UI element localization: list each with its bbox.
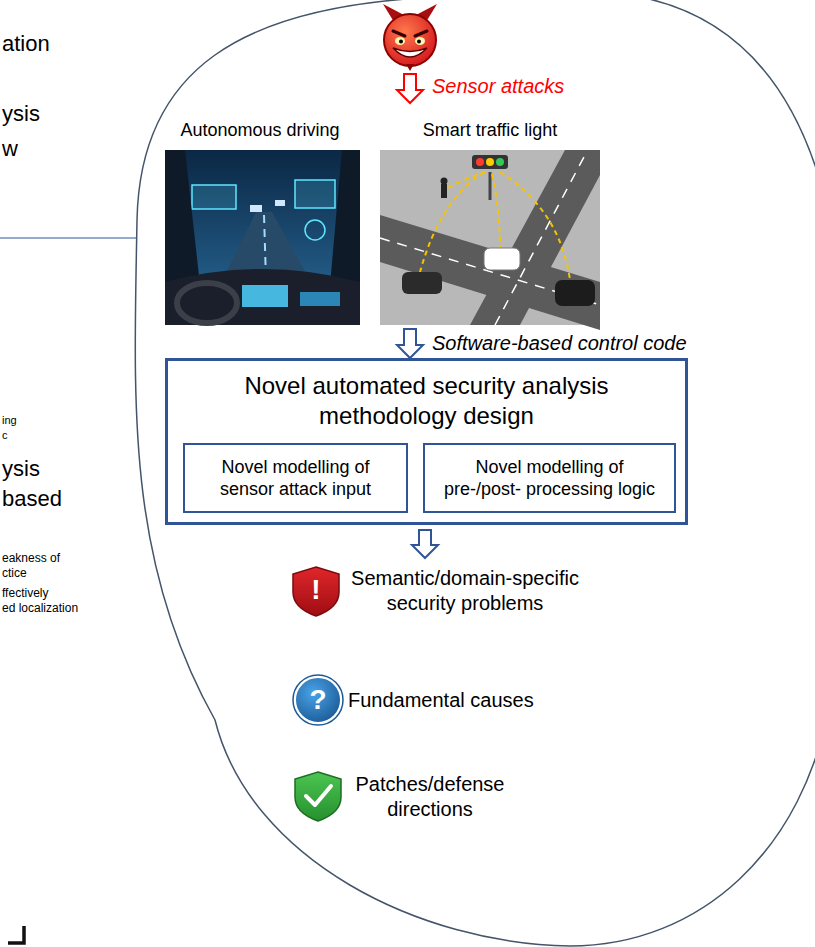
box-title: Novel automated security analysis method… [212,361,642,431]
result-arrow [412,530,438,558]
picture-panel: Autonomous driving [160,118,360,325]
result-text: Semantic/domain-specific security proble… [340,566,590,616]
cut-text: ysis [2,101,40,127]
box-text: Novel modelling of pre-/post- processing… [437,456,662,501]
result-text: Fundamental causes [348,688,534,712]
cut-text: c [2,429,8,442]
method-box: Novel modelling of sensor attack input No… [165,358,688,525]
problem-shield-icon [293,567,339,616]
cut-text: based [2,486,62,512]
separator-line [0,237,137,239]
edge-label: Software-based control code [432,330,687,356]
corner-mark [8,926,24,943]
sub-box: Novel modelling of pre-/post- processing… [423,443,676,513]
car-interior-picture [165,150,360,325]
cut-text: ysis [2,456,40,482]
cut-text: ed localization [2,601,78,615]
cut-text: ffectively [2,586,48,600]
block-arrow [397,329,423,358]
cut-text: w [2,136,18,162]
attack-arrow [397,74,423,103]
panel-heading: Smart traffic light [380,118,600,142]
icon-glyph: ! [294,573,338,607]
attacker-icon [383,4,437,71]
cut-text: ing [2,414,17,427]
icon-glyph: ? [296,683,340,717]
box-text: Novel modelling of sensor attack input [197,456,394,501]
result-text: Patches/defense directions [340,772,520,822]
check-mark [306,786,331,805]
attack-label: Sensor attacks [432,74,564,98]
sub-box: Novel modelling of sensor attack input [183,443,408,513]
picture-panel: Smart traffic light [380,118,600,325]
cut-text: eakness of [2,551,60,565]
panel-heading: Autonomous driving [160,118,360,142]
defense-shield-icon [295,772,341,821]
intersection-picture [380,150,600,330]
cut-text: ation [2,31,50,57]
cause-icon-ring [293,675,343,725]
scope-circle [135,0,815,946]
cause-icon [295,677,341,723]
cut-text: ctice [2,566,27,580]
